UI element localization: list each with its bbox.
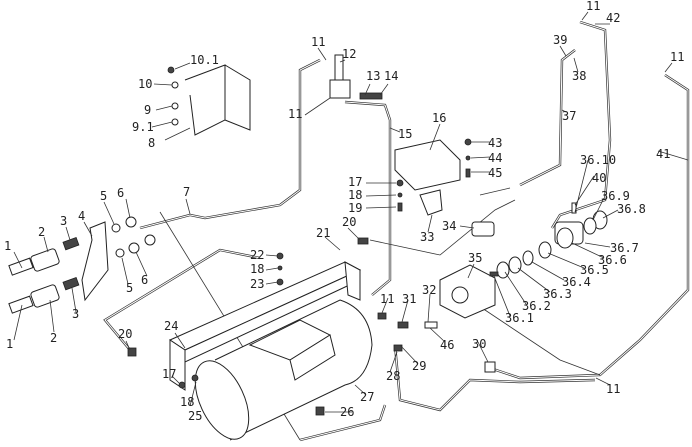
bracket-4 (81, 221, 109, 302)
pipes (103, 20, 690, 442)
label: 36.5 (580, 263, 609, 277)
label: 6 (141, 273, 148, 287)
label: 31 (402, 292, 416, 306)
nuts-washers (111, 216, 156, 258)
label: 7 (183, 185, 190, 199)
label: 19 (348, 201, 362, 215)
label: 20 (342, 215, 356, 229)
label: 3 (72, 307, 79, 321)
label: 36.8 (617, 202, 646, 216)
label: 46 (440, 338, 454, 352)
label: 29 (412, 359, 426, 373)
pipe-41 (489, 73, 690, 380)
label: 9.1 (132, 120, 154, 134)
pipe-42 (550, 20, 612, 229)
bracket-16 (394, 139, 461, 191)
label: 16 (432, 111, 446, 125)
fasteners-43-45 (464, 138, 472, 178)
label: 35 (468, 251, 482, 265)
frame-21-24 (168, 261, 362, 391)
valve-35 (439, 264, 496, 319)
label: 14 (384, 69, 398, 83)
label: 5 (126, 281, 133, 295)
label: 17 (162, 367, 176, 381)
label: 36.2 (522, 299, 551, 313)
label: 8 (148, 136, 155, 150)
label: 11 (586, 0, 600, 13)
label: 36.9 (601, 189, 630, 203)
bracket-33 (419, 189, 443, 216)
label: 1 (4, 239, 11, 253)
label: 10 (138, 77, 152, 91)
label: 13 (366, 69, 380, 83)
label: 40 (592, 171, 606, 185)
label: 36.4 (562, 275, 591, 289)
label: 26 (340, 405, 354, 419)
label: 12 (342, 47, 356, 61)
label: 28 (386, 369, 400, 383)
label: 30 (472, 337, 486, 351)
label: 17 (348, 175, 362, 189)
label: 11 (670, 50, 684, 64)
label: 15 (398, 127, 412, 141)
label: 2 (38, 225, 45, 239)
label: 3 (60, 214, 67, 228)
label: 45 (488, 166, 502, 180)
label: 25 (188, 409, 202, 423)
label: 22 (250, 248, 264, 262)
pipe-7 (139, 58, 321, 230)
label: 27 (360, 390, 374, 404)
valve-34 (471, 221, 495, 237)
label: 20 (118, 327, 132, 341)
pipe-27 (103, 248, 387, 442)
pipe-29 (393, 344, 596, 412)
label: 11 (311, 35, 325, 49)
label: 18 (348, 188, 362, 202)
label: 32 (422, 283, 436, 297)
bracket-8 (184, 64, 251, 136)
label: 4 (78, 209, 85, 223)
label: 24 (164, 319, 178, 333)
label: 2 (50, 331, 57, 345)
label: 36.6 (598, 253, 627, 267)
label: 23 (250, 277, 264, 291)
label: 37 (562, 109, 576, 123)
label: 44 (488, 151, 502, 165)
fasteners-9-10 (167, 66, 179, 126)
label: 6 (117, 186, 124, 200)
valve-13 (329, 54, 383, 100)
leader-lines (13, 11, 689, 413)
part-labels: 1 1 2 2 3 3 4 5 5 6 6 7 8 9 9.1 10 10.1 … (4, 0, 684, 423)
label: 11 (380, 292, 394, 306)
pipe-37 (519, 49, 576, 187)
label: 18 (180, 395, 194, 409)
label: 42 (606, 11, 620, 25)
label: 36.7 (610, 241, 639, 255)
label: 36.1 (505, 311, 534, 325)
label: 11 (288, 107, 302, 121)
label: 41 (656, 147, 670, 161)
label: 1 (6, 337, 13, 351)
label: 18 (250, 262, 264, 276)
label: 10.1 (190, 53, 219, 67)
label: 36.3 (543, 287, 572, 301)
label: 9 (144, 103, 151, 117)
label: 43 (488, 136, 502, 150)
label: 33 (420, 230, 434, 244)
label: 38 (572, 69, 586, 83)
label: 21 (316, 226, 330, 240)
quick-couplings (8, 236, 80, 314)
pipe-15 (344, 100, 392, 296)
air-tank-27 (194, 299, 373, 441)
label: 36.10 (580, 153, 616, 167)
label: 39 (553, 33, 567, 47)
label: 5 (100, 189, 107, 203)
label: 11 (606, 382, 620, 396)
label: 34 (442, 219, 456, 233)
